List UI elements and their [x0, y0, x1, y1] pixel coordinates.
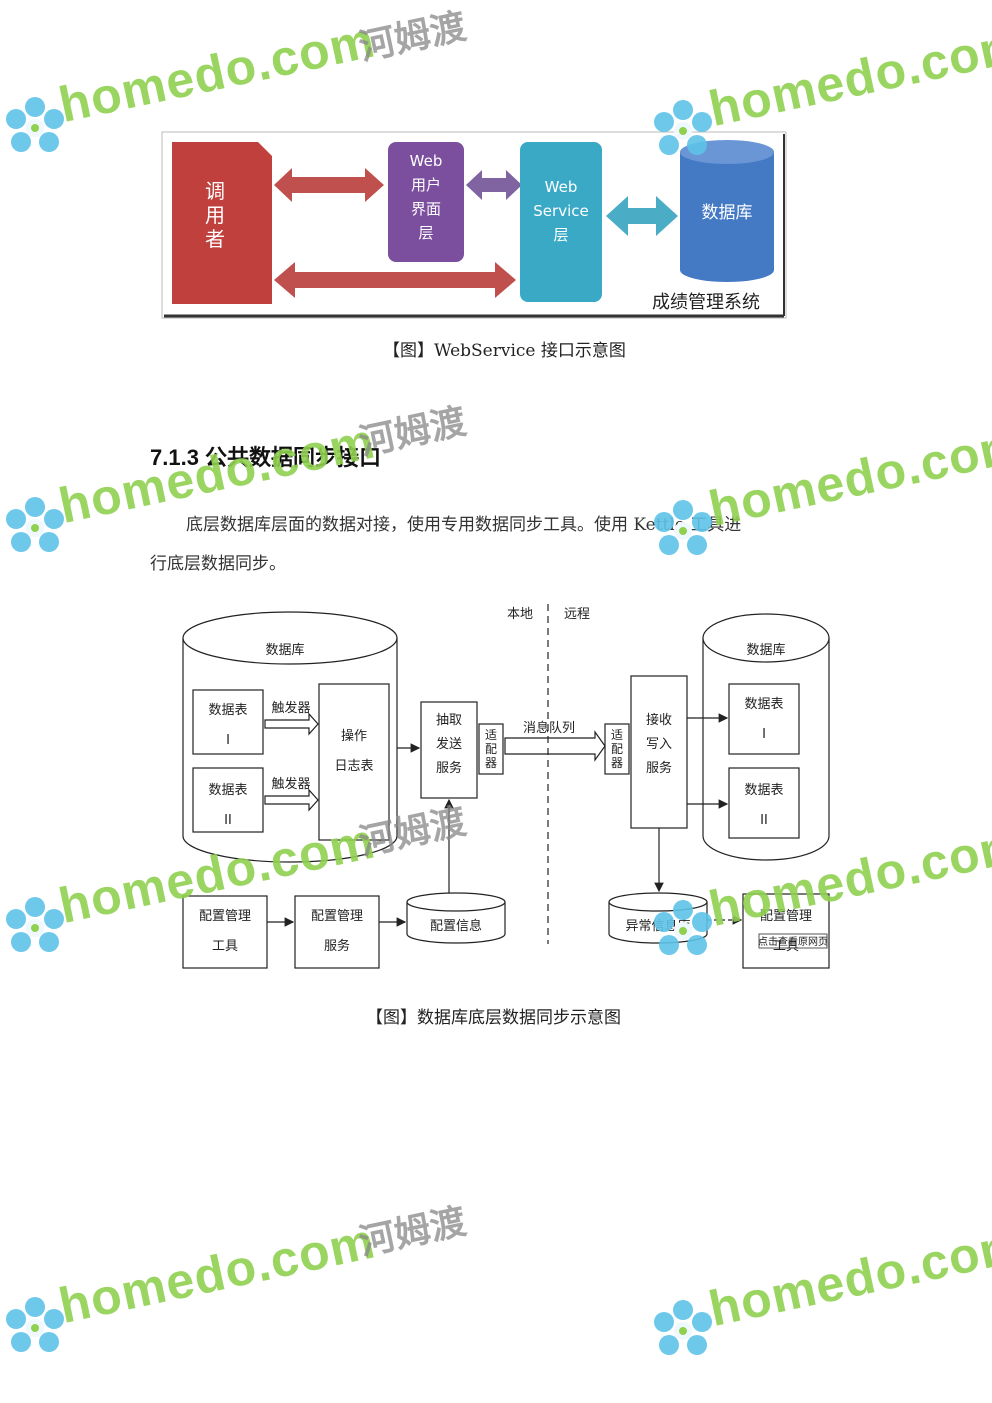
rtable2-box — [728, 767, 800, 839]
table2-box — [192, 767, 264, 833]
section-paragraph-line1: 底层数据库层面的数据对接，使用专用数据同步工具。使用 Kettle 工具进 — [186, 515, 742, 535]
figure2-caption: 【图】数据库底层数据同步示意图 — [366, 1008, 621, 1028]
adapter-right-box — [604, 723, 630, 775]
op-log-box — [318, 683, 390, 841]
table2-label: 数据表 — [208, 783, 247, 798]
adapter-right-label: 适配器 — [611, 728, 623, 770]
watermark: homedo.com — [650, 1215, 992, 1370]
extract-service-box — [420, 701, 478, 799]
flower-logo-icon — [6, 97, 64, 152]
table1-label: 数据表 — [208, 703, 247, 718]
table1-box — [192, 689, 264, 755]
rtable1-label: 数据表 — [744, 697, 783, 712]
local-label: 本地 — [507, 607, 533, 622]
arrow-caller-webui — [274, 168, 384, 202]
section-heading: 7.1.3 公共数据同步接口 — [150, 445, 382, 470]
flower-logo-icon — [6, 897, 64, 952]
watermark: homedo.com — [650, 415, 992, 570]
config-service-box — [294, 895, 380, 969]
config-tool-right-box — [742, 893, 830, 969]
view-original-popup-label[interactable]: 点击查看原网页 — [758, 935, 828, 948]
extract-service-label: 抽取发送服务 — [436, 713, 462, 776]
right-db-label: 数据库 — [746, 642, 785, 658]
op-log-label: 操作日志表 — [334, 728, 373, 774]
trigger1-label: 触发器 — [271, 700, 310, 716]
adapter-left-box — [478, 723, 504, 775]
table1-num: I — [226, 733, 230, 748]
config-tool-right-label: 配置管理工具 — [760, 909, 812, 954]
config-info-label: 配置信息 — [430, 918, 482, 934]
config-info-cylinder — [406, 902, 506, 944]
web-service-layer-block — [520, 142, 602, 302]
message-queue-label: 消息队列 — [523, 720, 575, 736]
view-original-popup[interactable] — [758, 933, 828, 949]
rtable1-box — [728, 683, 800, 755]
arrow-caller-webservice — [274, 262, 516, 298]
flower-logo-icon — [6, 1297, 64, 1352]
table2-num: II — [224, 813, 232, 828]
adapter-left-label: 适配器 — [485, 728, 497, 770]
watermark: homedo.com 河姆渡 — [0, 395, 480, 565]
figure1-caption: 【图】WebService 接口示意图 — [383, 341, 626, 361]
system-label: 成绩管理系统 — [652, 292, 760, 313]
left-db-label: 数据库 — [265, 642, 304, 658]
arrow-webservice-database — [606, 196, 678, 236]
remote-label: 远程 — [564, 607, 590, 622]
rtable1-num: I — [762, 727, 766, 742]
receive-service-label: 接收写入服务 — [646, 712, 672, 776]
config-tool-label: 配置管理工具 — [199, 909, 251, 954]
config-tool-box — [182, 895, 268, 969]
rtable2-num: II — [760, 813, 768, 828]
caller-label: 调用者 — [205, 179, 225, 251]
db-sync-diagram: 本地 远程 数据库 数据库 数据表 I 数据表 II 触发器 触发器 操作日志表… — [182, 604, 830, 969]
database-label: 数据库 — [702, 203, 753, 223]
caller-block — [172, 142, 272, 304]
trigger2-label: 触发器 — [271, 776, 310, 792]
config-service-label: 配置管理服务 — [311, 909, 363, 954]
arrow-webui-webservice — [466, 170, 522, 200]
rtable2-label: 数据表 — [744, 783, 783, 798]
error-db-label: 异常信息库 — [625, 918, 690, 934]
web-ui-layer-block — [388, 142, 464, 262]
flower-logo-icon — [654, 1300, 712, 1355]
flower-logo-icon — [6, 497, 64, 552]
section-paragraph-line2: 行底层数据同步。 — [150, 554, 286, 574]
watermark: homedo.com 河姆渡 — [0, 1195, 480, 1365]
receive-service-box — [630, 675, 688, 829]
